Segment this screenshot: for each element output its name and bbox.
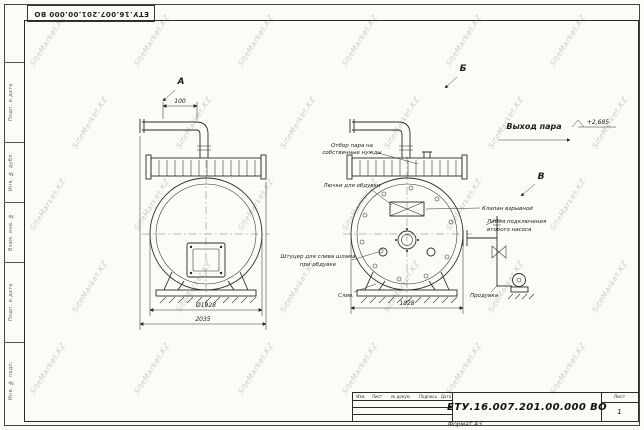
view-b-dimensions: 1828 Б (350, 64, 467, 314)
view-v-label: В (538, 172, 545, 182)
title-col-izm: Изм. (356, 394, 366, 399)
title-block-gridline (353, 414, 453, 415)
ann-liniya-line1: Линия подключения (486, 219, 547, 225)
ann-otbor-line1: Отбор пара на (331, 143, 374, 149)
dim-100: 100 (174, 98, 186, 105)
view-b-label: Б (460, 64, 467, 74)
dim-diameter: Ø1928 (195, 302, 216, 309)
top-stamp-text: ЕТУ.16.007.201.00.000 ВО (33, 9, 149, 18)
steam-out-label: Выход пара (506, 122, 561, 131)
dim-1828: 1828 (399, 300, 414, 307)
ann-lyuchki: Лючки для обдувки (323, 183, 381, 189)
document-number: ЕТУ.16.007.201.00.000 ВО (447, 393, 607, 421)
view-a-boiler (139, 119, 270, 308)
ann-otbor-line2: собственные нужды (322, 150, 382, 156)
ann-liniya-line2: второго насоса (487, 227, 532, 233)
ann-produvka: Продувка (470, 293, 499, 299)
view-b-pump-assembly (467, 216, 535, 300)
title-col-data: Дата (440, 394, 452, 399)
title-block-gridline (353, 407, 453, 408)
view-a-dimensions: 100 Ø1928 2035 А (139, 77, 267, 330)
view-b-boiler (343, 119, 472, 308)
ann-shtutser-line1: Штуцер для слива шлама (281, 254, 357, 260)
title-block-sheet-cells: Лист 1 (601, 393, 638, 421)
ann-shtutser-line2: при обдувке (300, 262, 337, 268)
dim-2035: 2035 (195, 316, 210, 323)
top-stamp: ЕТУ.16.007.201.00.000 ВО (27, 5, 155, 22)
format-label: Формат А3 (447, 421, 483, 428)
sheet-label: Лист (601, 393, 638, 403)
view-b-annotations: Отбор пара на собственные нужды Лючки дл… (281, 143, 547, 299)
elevation-mark: +2,685 (587, 119, 609, 126)
view-a-label: А (177, 77, 185, 87)
title-block: Изм. Лист № докум. Подпись Дата ЕТУ.16.0… (352, 392, 638, 421)
title-col-list: Лист (371, 394, 383, 399)
steam-outlet-callout: Выход пара +2,685 В (498, 119, 616, 197)
ann-sliv: Слив. (338, 293, 354, 299)
title-col-docnum: № докум. (391, 394, 411, 399)
title-block-gridline (353, 400, 453, 401)
title-col-podpis: Подпись (419, 394, 437, 399)
ann-klapan: Клапан взрывной (482, 206, 533, 212)
sheet-number: 1 (617, 407, 622, 416)
